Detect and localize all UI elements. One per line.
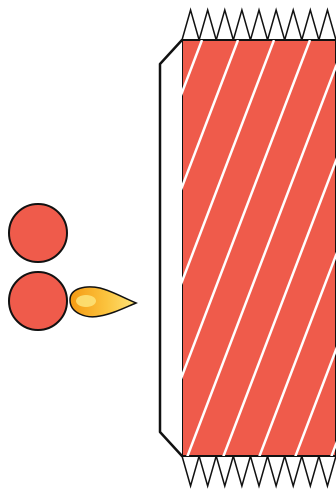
red-ball-top[interactable] (9, 204, 67, 262)
bottom-spike-row (182, 456, 336, 486)
flame-icon (70, 287, 136, 317)
red-ball-bottom[interactable] (9, 272, 67, 330)
bottom-spikes (182, 456, 336, 486)
wall-shield (160, 40, 182, 456)
top-spikes (182, 10, 336, 40)
top-spike-row (182, 10, 336, 40)
